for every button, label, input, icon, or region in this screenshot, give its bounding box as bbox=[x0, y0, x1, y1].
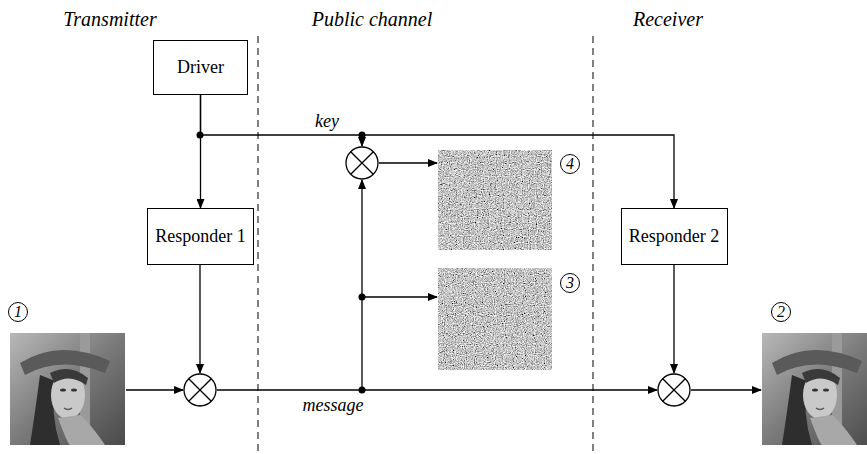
callout-number: 2 bbox=[771, 302, 791, 322]
divider bbox=[258, 36, 259, 454]
box-label: Driver bbox=[177, 57, 224, 78]
signal-label: key bbox=[313, 111, 341, 132]
signal-label: message bbox=[301, 395, 366, 416]
responder-box: Responder 2 bbox=[621, 208, 728, 265]
callout-number: 4 bbox=[560, 154, 580, 174]
column-heading: Transmitter bbox=[63, 8, 156, 31]
responder-box: Responder 1 bbox=[147, 208, 254, 265]
input-image bbox=[10, 333, 125, 445]
column-heading: Receiver bbox=[633, 8, 703, 31]
multiplier-symbol bbox=[184, 147, 690, 406]
output-image bbox=[762, 333, 867, 445]
wires bbox=[126, 135, 761, 390]
driver-box: Driver bbox=[153, 40, 248, 95]
box-label: Responder 2 bbox=[629, 226, 719, 247]
noise-image bbox=[438, 268, 552, 370]
callout-number: 1 bbox=[8, 302, 28, 322]
callout-number: 3 bbox=[560, 273, 580, 293]
noise-image bbox=[438, 150, 552, 250]
column-heading: Public channel bbox=[312, 8, 433, 31]
key-connector bbox=[201, 95, 675, 208]
divider bbox=[593, 36, 594, 454]
box-label: Responder 1 bbox=[155, 226, 245, 247]
